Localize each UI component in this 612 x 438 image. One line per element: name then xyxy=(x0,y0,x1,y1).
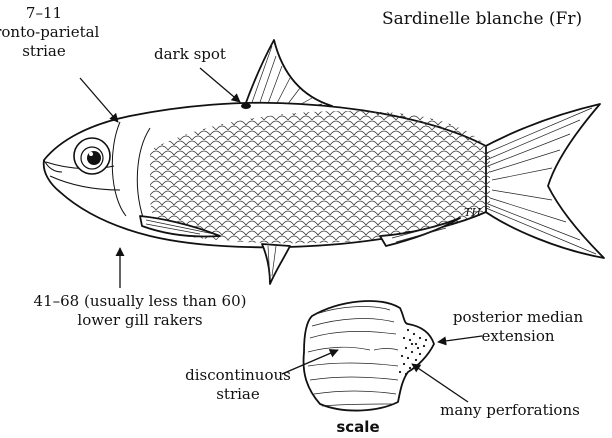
striae-count-label: 7–11 xyxy=(26,4,62,22)
dark-spot-label: dark spot xyxy=(154,45,226,63)
posterior-extension-label-line1: posterior median xyxy=(453,308,584,326)
posterior-extension-arrow xyxy=(438,336,482,342)
fish-drawing: TH xyxy=(44,40,604,284)
posterior-extension-label-line2: extension xyxy=(481,327,554,345)
gill-rakers-label-line1: 41–68 (usually less than 60) xyxy=(34,292,247,310)
dark-spot-arrow xyxy=(200,68,240,102)
gill-rakers-label-line2: lower gill rakers xyxy=(77,311,202,329)
dark-spot xyxy=(241,103,251,109)
title-label: Sardinelle blanche (Fr) xyxy=(382,9,582,29)
dorsal-fin xyxy=(244,40,332,110)
striae-label-line2: fronto-parietal xyxy=(0,23,100,41)
discontinuous-striae-label-line1: discontinuous xyxy=(185,366,291,384)
pupil xyxy=(87,151,101,165)
discontinuous-striae-label-line2: striae xyxy=(216,385,260,403)
caudal-fin xyxy=(478,104,604,258)
pelvic-fin xyxy=(262,244,290,284)
perforations-label: many perforations xyxy=(440,401,580,419)
striae-label-line3: striae xyxy=(22,42,66,60)
scale-caption: scale xyxy=(336,418,379,436)
perforations-arrow xyxy=(412,364,468,402)
artist-signature: TH xyxy=(464,206,481,219)
striae-arrow xyxy=(80,78,118,122)
